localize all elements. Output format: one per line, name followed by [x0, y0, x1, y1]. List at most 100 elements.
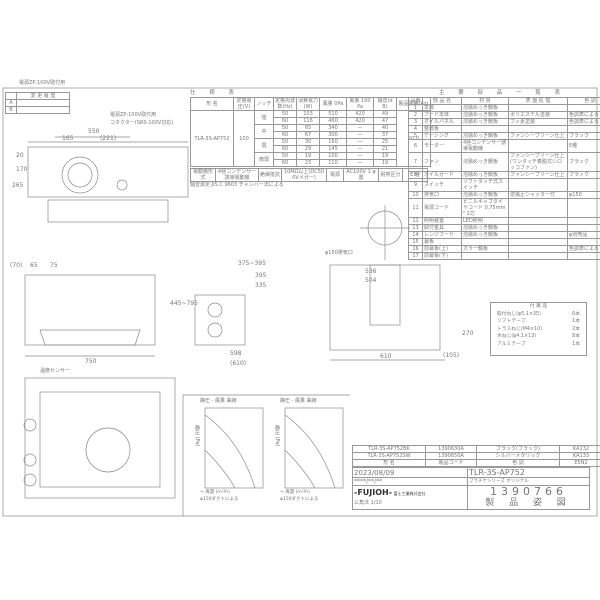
- spec-cell: —: [346, 159, 374, 167]
- spec-header: ノッチ: [254, 97, 274, 111]
- variant-header: 形 名: [352, 459, 426, 467]
- parts-cell: ファン: [422, 152, 462, 172]
- parts-cell: [508, 217, 568, 225]
- front-view: [24, 274, 246, 357]
- spec-cell: —: [346, 131, 374, 139]
- parts-cell: [508, 178, 568, 192]
- variant-cell: ブラック(ブラック): [476, 445, 560, 453]
- accessory-item: 取付ねじ(φ5.1×35)6本: [497, 311, 580, 319]
- parts-cell: φ150: [567, 191, 600, 199]
- spec-cell: 110: [319, 159, 347, 167]
- variant-cell: KA132: [559, 445, 600, 453]
- parts-cell: 色調表による: [567, 245, 600, 253]
- parts-cell: [508, 238, 568, 246]
- accessory-qty: 8本: [572, 334, 580, 339]
- parts-cell: 本体: [422, 104, 462, 112]
- parts-cell: LED照明: [461, 217, 509, 225]
- parts-cell: [508, 245, 568, 253]
- spec-cell: 40: [373, 124, 397, 132]
- parts-cell: 排気口: [422, 191, 462, 199]
- spec-header: 騒音(dB): [373, 97, 397, 111]
- spec-cell: 50: [273, 110, 297, 118]
- parts-cell: ケーシング: [422, 132, 462, 140]
- spec-cell: —: [346, 124, 374, 132]
- accessory-qty: 2本: [572, 326, 580, 332]
- spec-cell: —: [346, 152, 374, 160]
- parts-cell: 11: [408, 198, 423, 218]
- spec-cell: 50: [273, 138, 297, 146]
- accessory-item: 木ねじ(φ4.1×13)8本: [497, 333, 580, 341]
- parts-header: 色 調: [567, 97, 600, 105]
- parts-cell: [508, 125, 568, 133]
- parts-cell: ブラック: [567, 171, 600, 179]
- spec-voltage: 100: [233, 110, 255, 167]
- variant-header: 色 調: [476, 459, 560, 467]
- spec-footer-cell: 4極コンデンサー誘導電動機: [215, 168, 259, 182]
- fujioh-logo: -FUJIOH-: [354, 487, 393, 497]
- spec-cell: 50: [273, 124, 297, 132]
- spec-footer-cell: 電動機形式: [190, 168, 216, 182]
- spec-header: 形 名: [190, 97, 234, 111]
- spec-cell: 103: [296, 110, 320, 118]
- spec-cell: 100: [319, 152, 347, 160]
- parts-cell: 照明装置: [422, 217, 462, 225]
- parts-cell: 溶融めっき鋼板: [461, 132, 509, 140]
- parts-cell: 溶融めっき鋼板: [461, 191, 509, 199]
- spec-footer-cell: 絶縁抵抗: [258, 168, 282, 182]
- spec-notch: 弱: [254, 138, 274, 153]
- parts-cell: 9: [408, 178, 423, 192]
- parts-header: 表 面 処 理: [508, 97, 568, 105]
- parts-cell: 16: [408, 245, 423, 253]
- spec-cell: 116: [296, 117, 320, 125]
- spec-cell: 67: [296, 131, 320, 139]
- parts-cell: [567, 198, 600, 218]
- spec-notch: 強: [254, 110, 274, 125]
- spec-cell: 21: [373, 145, 397, 153]
- spec-cell: 47: [373, 117, 397, 125]
- spec-cell: 300: [319, 131, 347, 139]
- spec-cell: 25: [373, 138, 397, 146]
- spec-cell: 145: [319, 145, 347, 153]
- spec-cell: 23: [296, 159, 320, 167]
- parts-cell: モーター: [422, 139, 462, 153]
- spec-cell: 340: [319, 124, 347, 132]
- variant-header: 製品コード: [425, 459, 477, 467]
- parts-cell: ビニルキャブタイヤコード 0.75mm² 2芯: [461, 198, 509, 218]
- spec-cell: 50: [273, 152, 297, 160]
- parts-cell: ファンシーブリーン仕上: [508, 171, 568, 179]
- parts-cell: 15: [408, 238, 423, 246]
- spec-cell: 420: [346, 110, 374, 118]
- parts-cell: ブラック: [567, 132, 600, 140]
- accessory-name: トラスねじ(M4×10): [497, 326, 542, 332]
- parts-cell: ソフトタッチ式スイッチ: [461, 178, 509, 192]
- parts-cell: 4極コンデンサー誘導電動機: [461, 139, 509, 153]
- parts-cell: 色調表による: [567, 111, 600, 119]
- parts-cell: 1: [408, 104, 423, 112]
- parts-cell: 7: [408, 152, 423, 172]
- parts-cell: 整流板: [422, 125, 462, 133]
- spec-header: 消費電力(W): [296, 97, 320, 111]
- parts-cell: オイルガード: [422, 171, 462, 179]
- parts-cell: [508, 139, 568, 153]
- accessory-qty: 1本: [572, 341, 580, 347]
- spec-cell: 30: [296, 138, 320, 146]
